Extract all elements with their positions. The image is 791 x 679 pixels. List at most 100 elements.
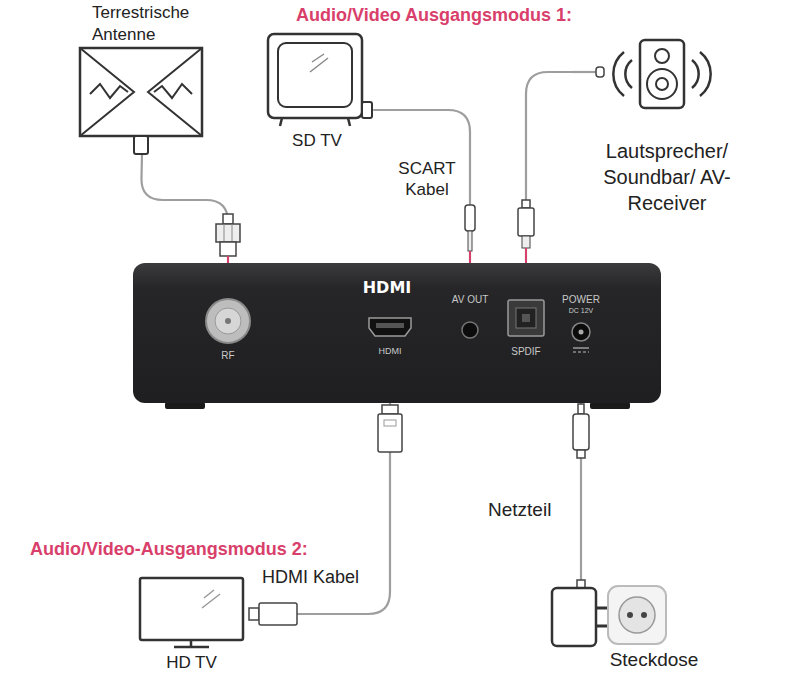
sd-tv-device-icon-part xyxy=(268,34,362,118)
power-adapter-icon-part xyxy=(552,588,596,646)
spdif-port-icon-part xyxy=(508,300,544,336)
hd-tv-device-icon-part xyxy=(202,590,220,608)
spdif-plug-part xyxy=(522,200,530,208)
port-label: RF xyxy=(205,350,251,362)
antenna-device-icon-part xyxy=(154,84,192,98)
hdmi-port: HDMI xyxy=(366,314,416,362)
hdmi-plug-part xyxy=(384,420,396,426)
spdif-port-icon-part xyxy=(522,314,530,322)
antenna-device-icon-part xyxy=(90,84,128,98)
av-out-port-icon-part xyxy=(462,322,478,338)
speaker-device-icon-part xyxy=(613,52,632,96)
antenna-device-icon-part xyxy=(80,48,202,136)
antenna-device-icon-part xyxy=(80,48,202,136)
spdif-plug-part xyxy=(518,208,534,236)
power-adapter-icon-part xyxy=(596,608,608,626)
rf-plug-part xyxy=(223,214,233,224)
device-label: HD TV xyxy=(134,652,249,673)
rf-plug-part xyxy=(216,224,240,242)
power-plug-part xyxy=(578,404,584,414)
box-feet xyxy=(165,402,630,409)
speaker-device-icon-part xyxy=(656,78,668,90)
antenna-device-icon xyxy=(78,2,204,154)
rf-plug-part xyxy=(224,224,232,242)
speaker-device: Lautsprecher/ Soundbar/ AV-Receiver xyxy=(572,34,762,218)
speaker-device-icon xyxy=(572,34,762,218)
speaker-device-icon-part xyxy=(640,40,684,108)
hdmi-plug-part xyxy=(259,603,297,625)
av-out-port: AV OUT xyxy=(446,294,496,346)
spdif-port: SPDIF xyxy=(503,298,551,362)
hdmi-plug-part xyxy=(249,608,259,620)
hdmi-port-icon-part xyxy=(376,323,404,328)
hd-tv-device-icon-part xyxy=(174,640,209,647)
hdmi-plug-part xyxy=(382,405,398,414)
power-port-icon-part xyxy=(573,347,589,348)
av-jack-plug-part xyxy=(468,231,472,251)
box-feet-part xyxy=(590,402,630,409)
sd-tv-device-icon-part xyxy=(280,118,350,126)
hdmi-plug xyxy=(249,603,297,625)
av-jack-plug-part xyxy=(465,205,475,231)
hd-tv-device: HD TV xyxy=(134,572,251,675)
av-jack-plug-part xyxy=(469,251,471,263)
rf-port-icon-part xyxy=(215,308,241,334)
power-port: POWERDC 12V xyxy=(556,294,608,364)
wall-socket: Steckdose xyxy=(606,584,704,673)
spdif-plug xyxy=(518,200,534,263)
power-adapter: Netzteil xyxy=(488,498,608,648)
av-jack-plug xyxy=(465,205,475,263)
speaker-device-icon-part xyxy=(572,71,598,73)
speaker-device-icon-part xyxy=(692,52,711,96)
power-adapter-icon xyxy=(488,498,608,648)
wall-socket-icon-part xyxy=(608,586,666,644)
power-adapter-icon-part xyxy=(580,498,582,588)
hdmi-port-icon-part xyxy=(369,318,411,336)
antenna-device: Terrestrische Antenne xyxy=(78,2,206,154)
rf-plug xyxy=(216,214,240,263)
power-plug-part xyxy=(573,414,589,450)
rf-port-icon-part xyxy=(225,318,231,324)
cable-label: HDMI Kabel xyxy=(262,566,359,588)
mode-title: Audio/Video Ausgangsmodus 1: xyxy=(296,4,572,26)
spdif-port-icon-part xyxy=(516,308,536,328)
rf-plug-part xyxy=(227,256,229,263)
power-port-icon-part xyxy=(579,330,584,335)
wall-socket-icon-part xyxy=(641,612,647,618)
port-label: HDMI xyxy=(366,346,414,357)
wall-socket-icon-part xyxy=(619,597,655,633)
sd-tv-device-icon-part xyxy=(278,43,352,107)
port-label: POWER xyxy=(556,294,606,306)
speaker-device-icon-part xyxy=(596,67,604,77)
speaker-device-icon-part xyxy=(647,69,677,99)
power-port-icon-part xyxy=(572,323,590,341)
hdmi-plug xyxy=(378,405,402,452)
sd-tv-device-icon-part xyxy=(362,102,372,118)
rf-port: RF xyxy=(205,298,253,368)
sd-tv-device: SD TV xyxy=(262,30,374,154)
antenna-device-icon-part xyxy=(134,136,148,154)
receiver-box: HDMIRFHDMIAV OUTSPDIFPOWERDC 12V xyxy=(133,263,661,403)
device-label: Terrestrische Antenne xyxy=(92,2,204,46)
spdif-plug-part xyxy=(522,236,530,248)
speaker-device-icon-part xyxy=(655,49,669,63)
port-label: AV OUT xyxy=(446,294,494,306)
port-label: SPDIF xyxy=(503,346,549,358)
power-plug xyxy=(573,404,589,458)
box-feet-part xyxy=(165,402,205,409)
mode-title: Audio/Video-Ausgangsmodus 2: xyxy=(30,538,308,560)
port-rating: DC 12V xyxy=(556,306,606,315)
power-port-icon-part xyxy=(573,351,589,352)
device-label: SD TV xyxy=(262,130,372,151)
device-label: Steckdose xyxy=(606,648,702,671)
hdmi-plug-part xyxy=(378,414,402,452)
sd-tv-device-icon-part xyxy=(310,54,328,72)
hd-tv-device-icon-part xyxy=(140,578,243,640)
spdif-plug-part xyxy=(525,248,527,263)
cable-label: SCART Kabel xyxy=(392,158,462,200)
rf-port-icon-part xyxy=(206,299,250,343)
power-plug-part xyxy=(577,450,585,458)
rf-plug-part xyxy=(220,242,236,256)
wall-socket-icon-part xyxy=(627,612,633,618)
device-label: Netzteil xyxy=(488,498,551,521)
